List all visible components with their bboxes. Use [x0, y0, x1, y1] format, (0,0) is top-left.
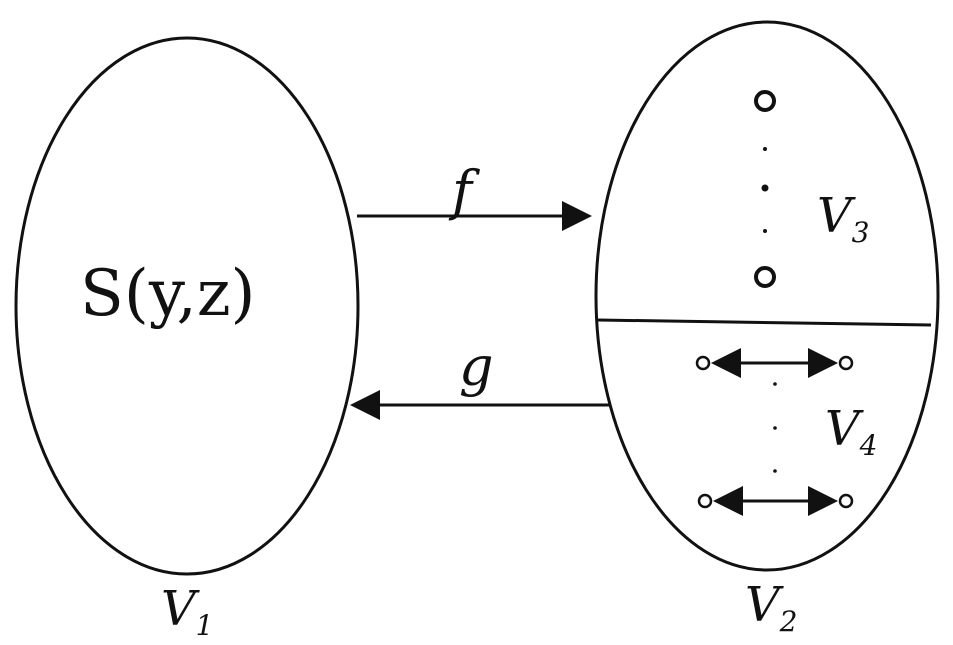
right-set-label-main: V: [745, 577, 784, 633]
v4-bottom-right-node: [838, 493, 854, 509]
left-set-label-main: V: [161, 581, 200, 637]
upper-subset-label: V3: [817, 188, 870, 249]
v3-ellipsis-dot-1: [763, 147, 767, 151]
v4-ellipsis-dot-3: [773, 469, 777, 473]
right-set-divider: [597, 318, 932, 327]
v4-ellipsis-dot-2: [773, 426, 777, 430]
left-set-ellipse: [14, 36, 360, 576]
map-g-label: g: [459, 335, 494, 398]
upper-subset-label-main: V: [817, 188, 856, 244]
v4-top-left-node: [695, 355, 711, 371]
lower-subset-label-sub: 4: [859, 429, 878, 462]
map-f-label: f: [448, 159, 480, 222]
v3-top-node: [754, 90, 776, 112]
lower-subset-label: V4: [825, 401, 878, 462]
right-set-label-sub: 2: [779, 605, 798, 638]
v4-bottom-left-node: [697, 493, 713, 509]
v3-bottom-node: [754, 266, 776, 288]
right-set-label: V2: [745, 577, 798, 638]
v3-ellipsis-dot-2: [761, 184, 769, 192]
lower-subset-label-main: V: [825, 401, 864, 457]
left-set-label-sub: 1: [196, 609, 214, 642]
v3-ellipsis-dot-3: [763, 229, 767, 233]
v4-ellipsis-dot-1: [773, 382, 777, 386]
upper-subset-label-sub: 3: [852, 216, 870, 249]
left-set-content: S(y,z): [80, 257, 256, 331]
v4-top-right-node: [838, 355, 854, 371]
left-set-label: V1: [161, 581, 214, 642]
right-set-ellipse: [594, 20, 940, 572]
